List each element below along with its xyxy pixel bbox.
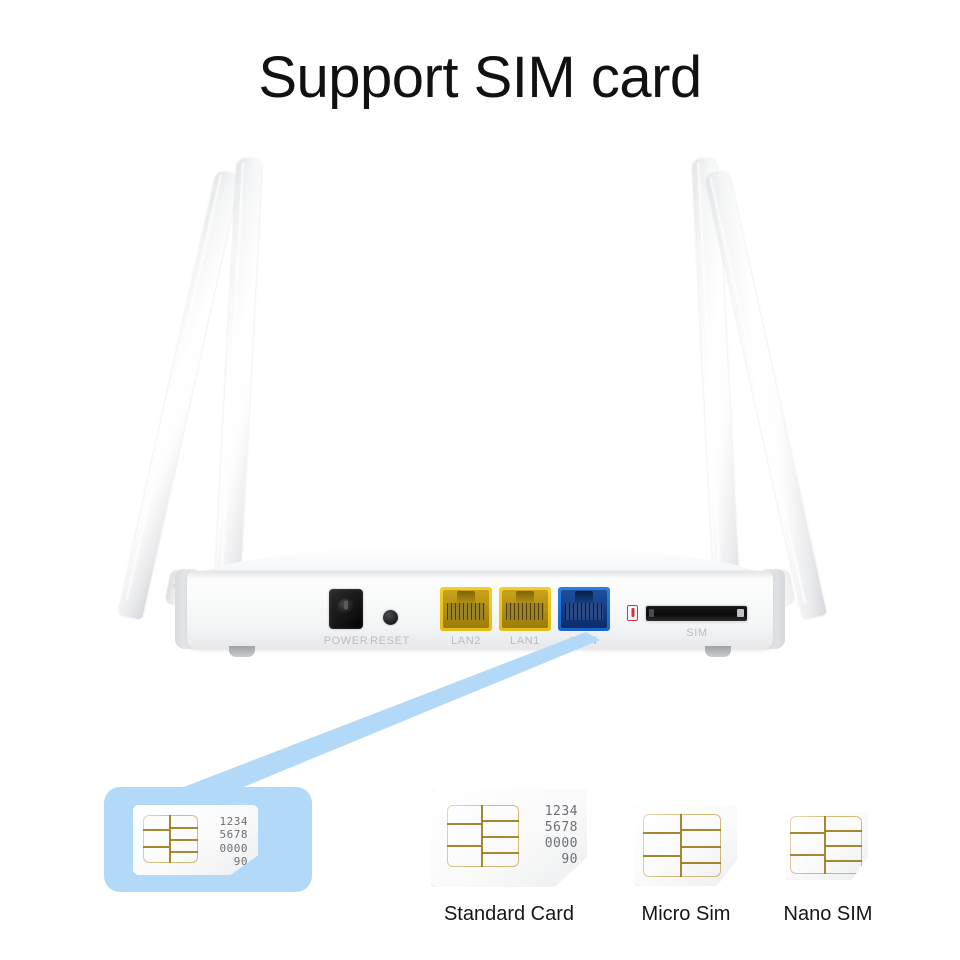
power-port-label: POWER [323, 635, 369, 647]
nano-sim-card [786, 812, 868, 880]
sim-callout-box: 1234 5678 0000 90 [104, 787, 312, 892]
lan1-port[interactable] [499, 587, 551, 631]
sim-number-line: 90 [233, 855, 248, 869]
lan1-socket [502, 590, 548, 628]
standard-sim-caption: Standard Card [443, 903, 575, 925]
sim-number-line: 5678 [544, 819, 578, 835]
lan2-port-label: LAN2 [451, 635, 481, 647]
lan1-pins [506, 603, 544, 620]
sim-number-line: 1234 [219, 815, 248, 828]
router-body: POWER RESET LAN2 [175, 545, 785, 657]
sim-number-line: 5678 [219, 828, 248, 842]
reset-button[interactable] [383, 610, 398, 625]
power-port[interactable] [329, 589, 363, 629]
router-foot-right [705, 646, 731, 657]
wan-tab [575, 591, 593, 603]
wan-port[interactable] [558, 587, 610, 631]
reset-button-label: RESET [370, 635, 410, 647]
sim-number-line: 0000 [544, 835, 578, 851]
sim-slot-area[interactable]: SIM [627, 585, 749, 639]
port-panel: POWER RESET LAN2 [187, 571, 773, 649]
standard-sim-numbers: 1234 5678 0000 90 [526, 804, 578, 867]
router-illustration: POWER RESET LAN2 [0, 140, 960, 670]
magnified-sim-numbers: 1234 5678 0000 90 [203, 815, 248, 869]
lan2-tab [457, 591, 475, 603]
sim-number-line: 1234 [544, 804, 578, 819]
lan2-port[interactable] [440, 587, 492, 631]
standard-sim-chip [447, 805, 519, 867]
standard-sim-card: 1234 5678 0000 90 [431, 789, 587, 887]
micro-sim-chip [643, 814, 721, 877]
sim-card-slot[interactable] [646, 606, 747, 621]
sim-chip [143, 815, 198, 863]
nano-sim-chip [790, 816, 862, 874]
sim-slot-label: SIM [686, 627, 708, 639]
sim-number-line: 0000 [219, 841, 248, 855]
lan1-port-label: LAN1 [510, 635, 540, 647]
page-title: Support SIM card [258, 45, 702, 110]
wan-port-label: WAN [570, 635, 598, 647]
nano-sim-caption: Nano SIM [783, 903, 873, 925]
lan2-pins [447, 603, 485, 620]
lan2-socket [443, 590, 489, 628]
wan-pins [565, 603, 603, 620]
magnified-sim-card: 1234 5678 0000 90 [133, 805, 258, 875]
micro-sim-caption: Micro Sim [641, 903, 731, 925]
wan-socket [561, 590, 607, 628]
sim-number-line: 90 [561, 851, 578, 867]
lan1-tab [516, 591, 534, 603]
sim-orientation-icon [627, 605, 638, 621]
micro-sim-card [635, 806, 737, 886]
